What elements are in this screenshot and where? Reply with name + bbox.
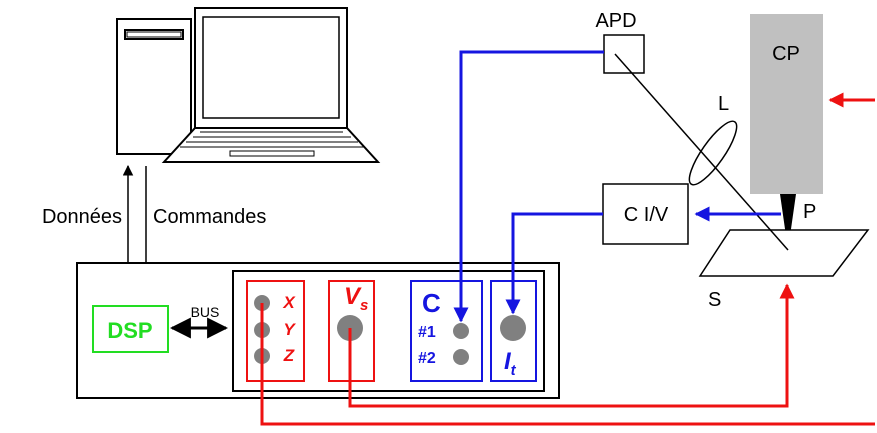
svg-text:It: It <box>504 348 517 379</box>
counter-ch1-connector <box>453 323 469 339</box>
it-connector <box>500 315 526 341</box>
counter-label: C <box>422 288 441 318</box>
computer-tower <box>116 18 192 155</box>
cp-label: CP <box>772 43 800 65</box>
sample-label: S <box>708 289 721 311</box>
dsp-block: DSP <box>92 305 169 353</box>
counter-ch2-label: #2 <box>418 350 436 367</box>
xyz-output-wire <box>260 303 875 426</box>
z-label: Z <box>283 346 295 365</box>
dsp-label: DSP <box>107 318 152 343</box>
it-module: It <box>490 280 537 382</box>
optical-beam <box>614 53 789 251</box>
probe-label: P <box>803 201 816 223</box>
y-label: Y <box>283 320 296 339</box>
it-subscript: t <box>511 362 517 379</box>
probe-tip <box>780 194 796 250</box>
vs-subscript: s <box>360 297 368 314</box>
lens-label: L <box>718 93 729 115</box>
lens <box>688 120 738 186</box>
counter-module: C #1 #2 <box>410 280 483 382</box>
iv-to-it-wire <box>505 212 603 315</box>
vs-label: V <box>344 283 362 310</box>
it-label: I <box>504 348 512 375</box>
apd-label: APD <box>595 10 636 32</box>
laptop <box>161 7 381 163</box>
vs-to-sample-wire <box>348 283 795 408</box>
xyz-module: X Y Z <box>246 280 305 382</box>
cp-block: CP <box>750 14 823 194</box>
iv-converter: C I/V <box>602 183 689 245</box>
counter-ch1-label: #1 <box>418 324 436 341</box>
x-label: X <box>282 293 296 312</box>
counter-ch2-connector <box>453 349 469 365</box>
apd-to-counter-wire <box>453 50 604 323</box>
commands-label: Commandes <box>153 206 266 228</box>
computer-icon <box>116 7 381 163</box>
sample-plate <box>698 229 870 277</box>
svg-text:Vs: Vs <box>344 283 368 314</box>
iv-converter-label: C I/V <box>624 204 669 226</box>
bus-label: BUS <box>191 304 220 320</box>
apd-detector: APD <box>595 10 645 74</box>
data-label: Données <box>42 206 122 228</box>
